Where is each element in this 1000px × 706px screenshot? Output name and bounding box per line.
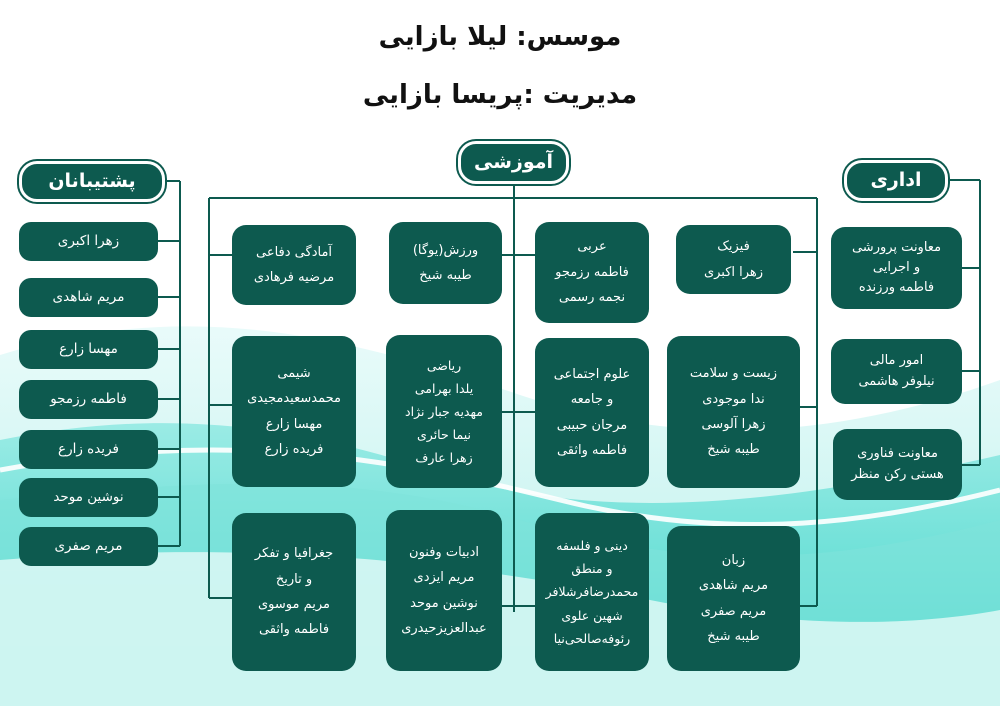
education-header: آموزشی bbox=[458, 141, 569, 184]
support-member: مریم صفری bbox=[19, 527, 158, 566]
sport-department-box: ورزش(یوگا)طیبه شیخ bbox=[389, 222, 502, 304]
support-header: پشتیبانان bbox=[19, 161, 165, 202]
support-member: فاطمه رزمجو bbox=[19, 380, 158, 419]
administrative-header: اداری bbox=[844, 160, 948, 201]
support-member: مهسا زارع bbox=[19, 330, 158, 369]
support-member: مریم شاهدی bbox=[19, 278, 158, 317]
founder-title: موسس: لیلا بازایی bbox=[378, 22, 622, 52]
support-member: نوشین موحد bbox=[19, 478, 158, 517]
support-member: فریده زارع bbox=[19, 430, 158, 469]
support-member: زهرا اکبری bbox=[19, 222, 158, 261]
management-title: مدیریت :پریسا بازایی bbox=[362, 80, 638, 110]
